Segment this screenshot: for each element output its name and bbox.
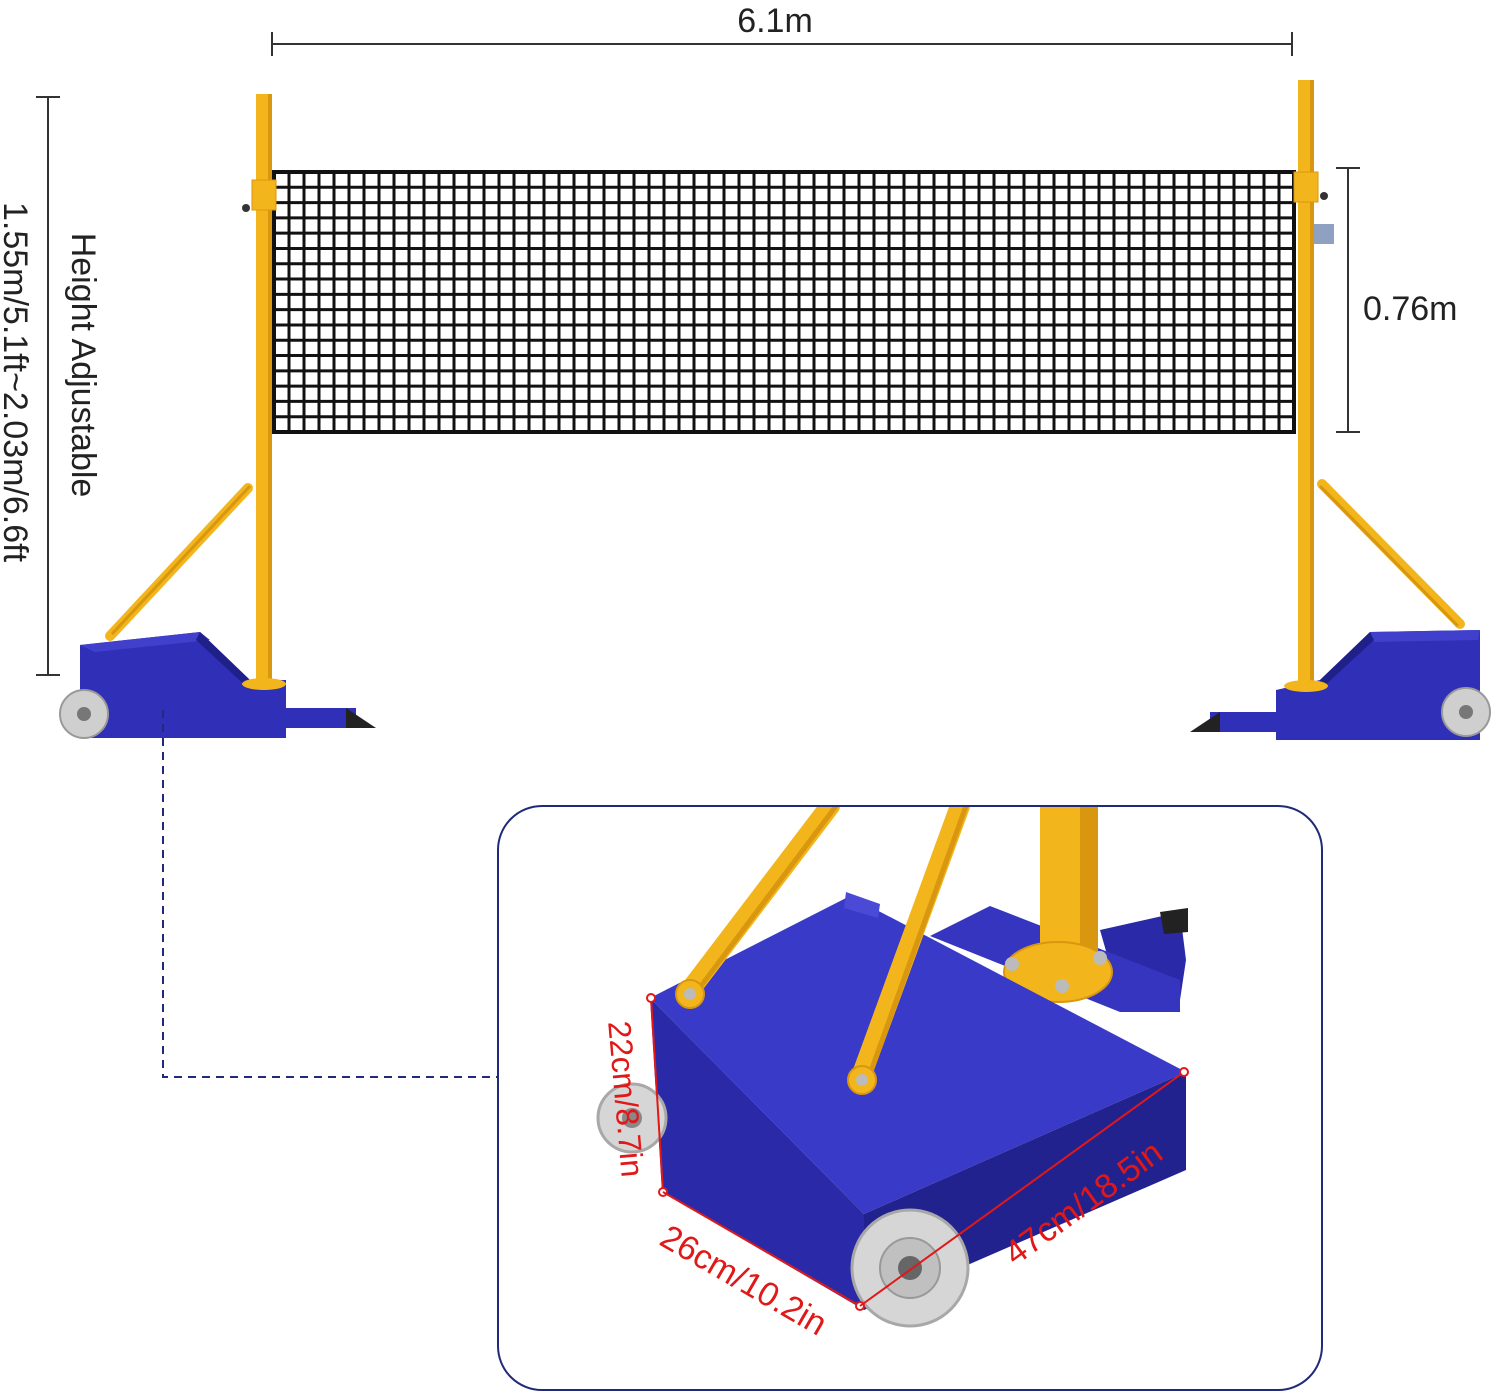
net-mesh — [274, 172, 1294, 432]
base-detail-illustration — [596, 807, 1188, 1328]
width-label: 6.1m — [737, 2, 813, 40]
right-stand — [1190, 80, 1491, 740]
height-range-label: 1.55m/5.1ft~2.03m/6.6ft — [0, 202, 34, 563]
net-height-label: 0.76m — [1363, 290, 1458, 328]
callout-connector — [162, 710, 498, 1078]
height-adjustable-title: Height Adjustable — [64, 233, 102, 498]
net-height-dimension: 0.76m — [1336, 167, 1458, 433]
width-dimension: 6.1m — [271, 2, 1293, 56]
left-stand — [59, 94, 376, 739]
net — [272, 170, 1296, 434]
height-dimension: Height Adjustable 1.55m/5.1ft~2.03m/6.6f… — [0, 96, 102, 676]
